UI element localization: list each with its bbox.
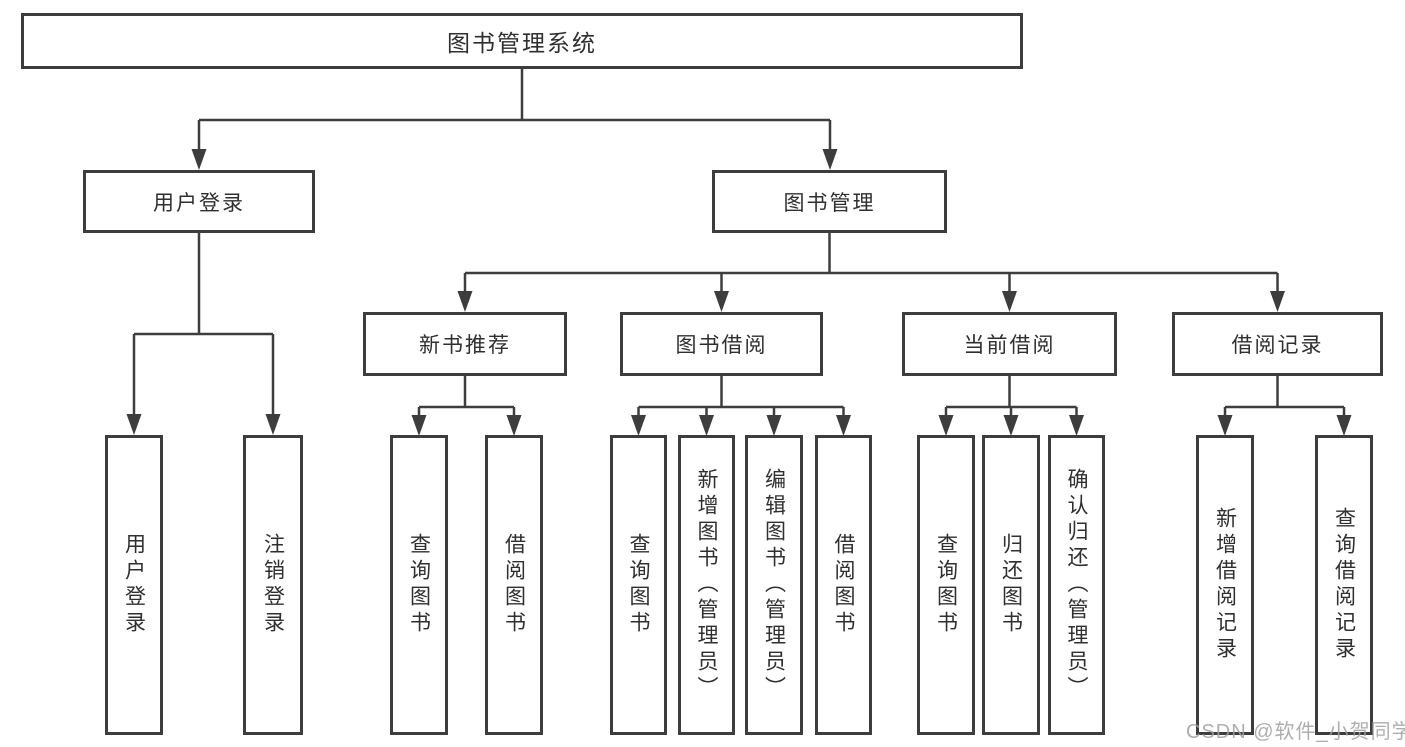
node-new-book-recommend: 新书推荐	[363, 312, 567, 376]
node-book-borrow: 图书借阅	[620, 312, 823, 376]
leaf-user-login: 用户登录	[105, 435, 163, 735]
leaf-confirm-return-admin: 确认归还（管理员）	[1048, 435, 1105, 735]
node-current-borrow: 当前借阅	[902, 312, 1117, 376]
leaf-add-borrow-record: 新增借阅记录	[1196, 435, 1254, 735]
leaf-query-books-2: 查询图书	[610, 435, 667, 735]
leaf-borrow-books-1: 借阅图书	[485, 435, 543, 735]
connector-user-login-to-leaves	[126, 233, 281, 435]
csdn-watermark: CSDN @软件_小贺同学	[1186, 721, 1405, 743]
connector-book-borrow-to-leaves	[631, 376, 851, 436]
node-library-management-system: 图书管理系统	[21, 13, 1023, 69]
leaf-query-books-3: 查询图书	[917, 435, 975, 735]
connector-borrow-records-to-leaves	[1217, 376, 1352, 436]
leaf-return-books: 归还图书	[982, 435, 1040, 735]
leaf-logout: 注销登录	[243, 435, 303, 735]
leaf-query-books-1: 查询图书	[390, 435, 448, 735]
leaf-borrow-books-2: 借阅图书	[815, 435, 872, 735]
connector-root-to-level2	[191, 69, 838, 170]
connector-new-book-rec-to-leaves	[411, 376, 522, 436]
node-user-login-group: 用户登录	[83, 170, 315, 233]
leaf-add-books-admin: 新增图书（管理员）	[678, 435, 735, 735]
connector-current-borrow-to-leaves	[938, 376, 1084, 436]
leaf-query-borrow-record: 查询借阅记录	[1315, 435, 1373, 735]
node-book-management: 图书管理	[712, 170, 947, 233]
leaf-edit-books-admin: 编辑图书（管理员）	[745, 435, 803, 735]
node-borrow-records: 借阅记录	[1172, 312, 1383, 376]
connector-book-management-to-modules	[457, 233, 1285, 312]
